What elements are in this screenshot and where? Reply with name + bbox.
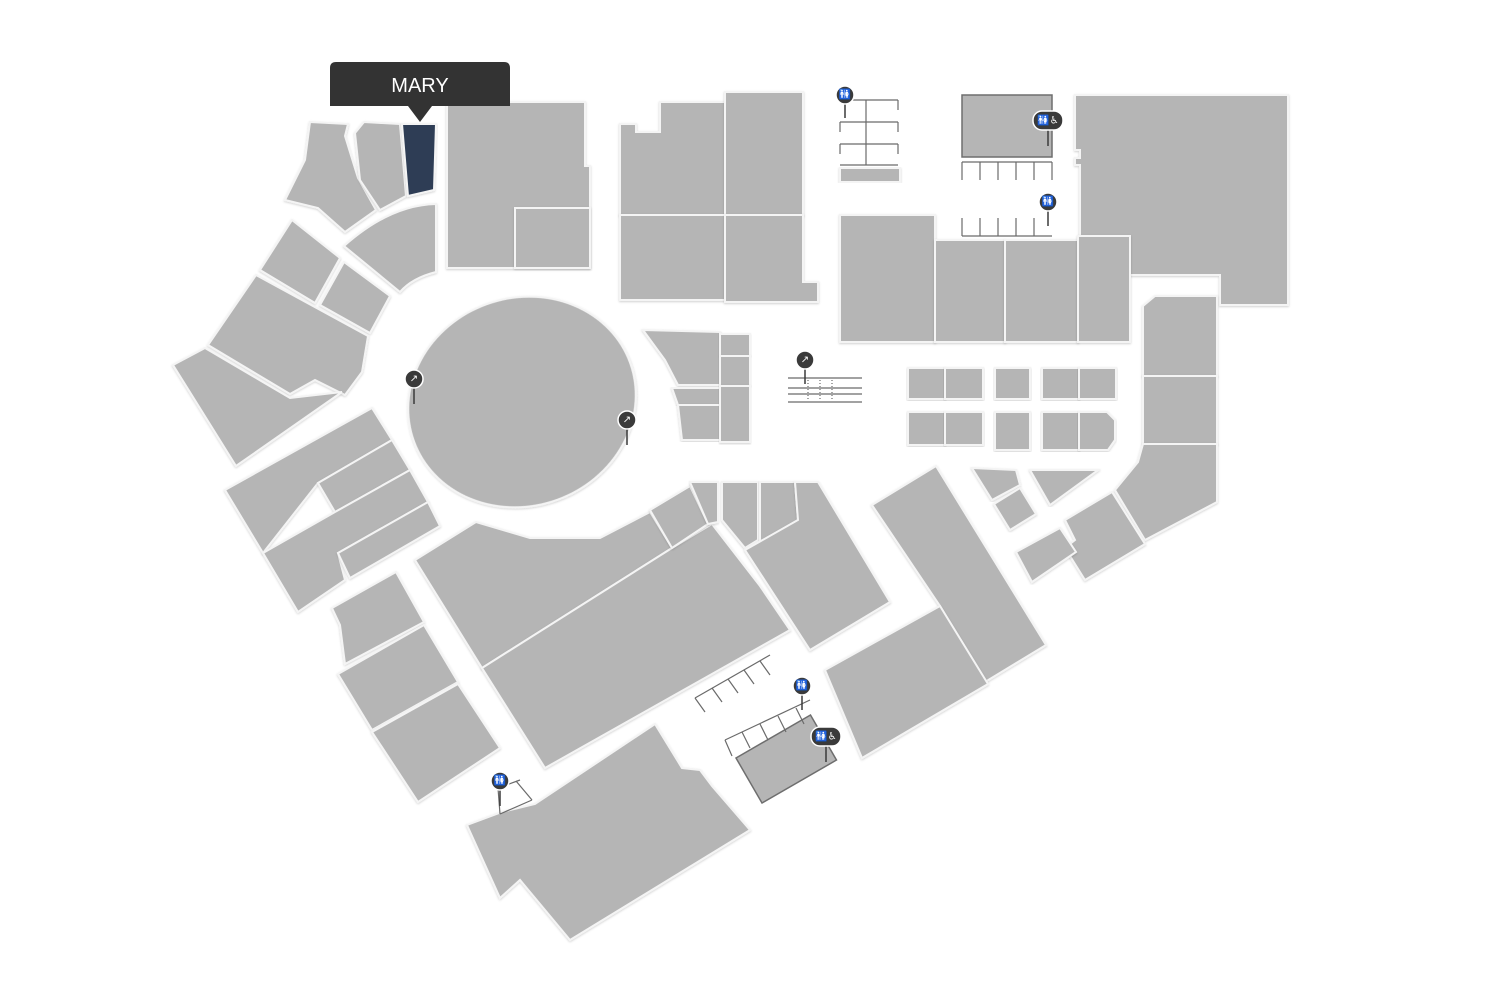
restroom-icon[interactable]: 🚻 bbox=[490, 771, 510, 806]
svg-text:↗: ↗ bbox=[801, 355, 809, 366]
store-unit[interactable] bbox=[342, 202, 437, 294]
kiosk[interactable] bbox=[907, 367, 946, 400]
restroom-icon[interactable]: 🚻 bbox=[1038, 192, 1058, 226]
store-unit[interactable] bbox=[670, 387, 721, 406]
escalator-stairs bbox=[788, 377, 862, 403]
store-unit[interactable] bbox=[619, 101, 726, 216]
store-unit[interactable] bbox=[640, 328, 721, 386]
store-unit[interactable] bbox=[171, 346, 343, 468]
kiosk[interactable] bbox=[994, 367, 1031, 400]
store-unit[interactable] bbox=[370, 682, 502, 804]
store-unit[interactable] bbox=[1077, 235, 1131, 343]
store-unit[interactable] bbox=[719, 385, 751, 443]
restroom-icon[interactable]: 🚻 bbox=[792, 676, 812, 710]
restroom-stalls bbox=[839, 99, 899, 166]
store-unit[interactable] bbox=[258, 218, 342, 305]
store-unit[interactable] bbox=[206, 273, 370, 397]
store-unit[interactable] bbox=[724, 214, 819, 303]
store-unit[interactable] bbox=[719, 355, 751, 387]
store-unit[interactable] bbox=[336, 623, 460, 732]
escalator-icon[interactable]: ↗ bbox=[795, 350, 815, 384]
kiosk[interactable] bbox=[944, 367, 984, 400]
accessible-restroom-icon[interactable]: 🚻♿ bbox=[810, 726, 842, 762]
svg-text:🚻♿: 🚻♿ bbox=[815, 730, 836, 743]
restroom-stalls bbox=[961, 161, 1053, 237]
store-unit[interactable] bbox=[1004, 239, 1079, 343]
store-unit[interactable] bbox=[839, 214, 936, 343]
store-tooltip: MARY bbox=[330, 62, 510, 122]
store-unit[interactable] bbox=[934, 239, 1006, 343]
store-unit[interactable] bbox=[688, 481, 719, 526]
store-unit[interactable] bbox=[823, 604, 990, 760]
escalator-icon[interactable]: ↗ bbox=[404, 369, 424, 404]
store-unit[interactable] bbox=[1113, 443, 1218, 542]
store-unit[interactable] bbox=[839, 167, 901, 183]
kiosk[interactable] bbox=[994, 411, 1031, 451]
store-unit[interactable] bbox=[330, 570, 426, 666]
store-unit[interactable] bbox=[1142, 375, 1218, 445]
store-unit[interactable] bbox=[283, 120, 378, 234]
kiosk[interactable] bbox=[907, 411, 946, 446]
store-unit[interactable] bbox=[721, 481, 759, 550]
store-unit[interactable] bbox=[619, 214, 726, 301]
kiosk[interactable] bbox=[992, 486, 1038, 532]
tooltip-label: MARY bbox=[391, 75, 448, 97]
kiosk[interactable] bbox=[1041, 411, 1080, 451]
kiosk[interactable] bbox=[944, 411, 984, 446]
svg-text:🚻: 🚻 bbox=[796, 679, 808, 692]
store-mary[interactable] bbox=[400, 123, 438, 198]
store-unit[interactable] bbox=[1014, 526, 1078, 584]
store-unit[interactable] bbox=[318, 260, 392, 335]
central-atrium bbox=[407, 295, 637, 509]
store-unit[interactable] bbox=[1063, 490, 1147, 582]
store-unit[interactable] bbox=[353, 120, 408, 212]
kiosk[interactable] bbox=[1041, 367, 1080, 400]
store-unit[interactable] bbox=[724, 91, 804, 216]
kiosk[interactable] bbox=[1028, 469, 1102, 507]
store-unit[interactable] bbox=[870, 464, 1048, 684]
svg-text:🚻♿: 🚻♿ bbox=[1037, 114, 1058, 127]
svg-text:↗: ↗ bbox=[410, 374, 418, 385]
escalator-icon[interactable]: ↗ bbox=[617, 410, 637, 445]
kiosk[interactable] bbox=[1078, 367, 1117, 400]
store-unit[interactable] bbox=[1142, 295, 1218, 377]
store-unit[interactable] bbox=[743, 481, 892, 652]
restroom-icon[interactable]: 🚻 bbox=[835, 85, 855, 118]
svg-text:↗: ↗ bbox=[623, 415, 631, 426]
accessible-restroom-icon[interactable]: 🚻♿ bbox=[1032, 110, 1064, 146]
store-unit[interactable] bbox=[719, 333, 751, 357]
kiosk[interactable] bbox=[970, 466, 1022, 502]
store-unit[interactable] bbox=[676, 404, 721, 441]
svg-text:🚻: 🚻 bbox=[494, 774, 506, 787]
store-unit[interactable] bbox=[465, 722, 752, 942]
svg-text:🚻: 🚻 bbox=[839, 88, 851, 101]
kiosk[interactable] bbox=[1078, 411, 1116, 451]
store-unit[interactable] bbox=[336, 500, 442, 580]
store-unit[interactable] bbox=[514, 207, 591, 269]
svg-text:🚻: 🚻 bbox=[1042, 195, 1054, 208]
